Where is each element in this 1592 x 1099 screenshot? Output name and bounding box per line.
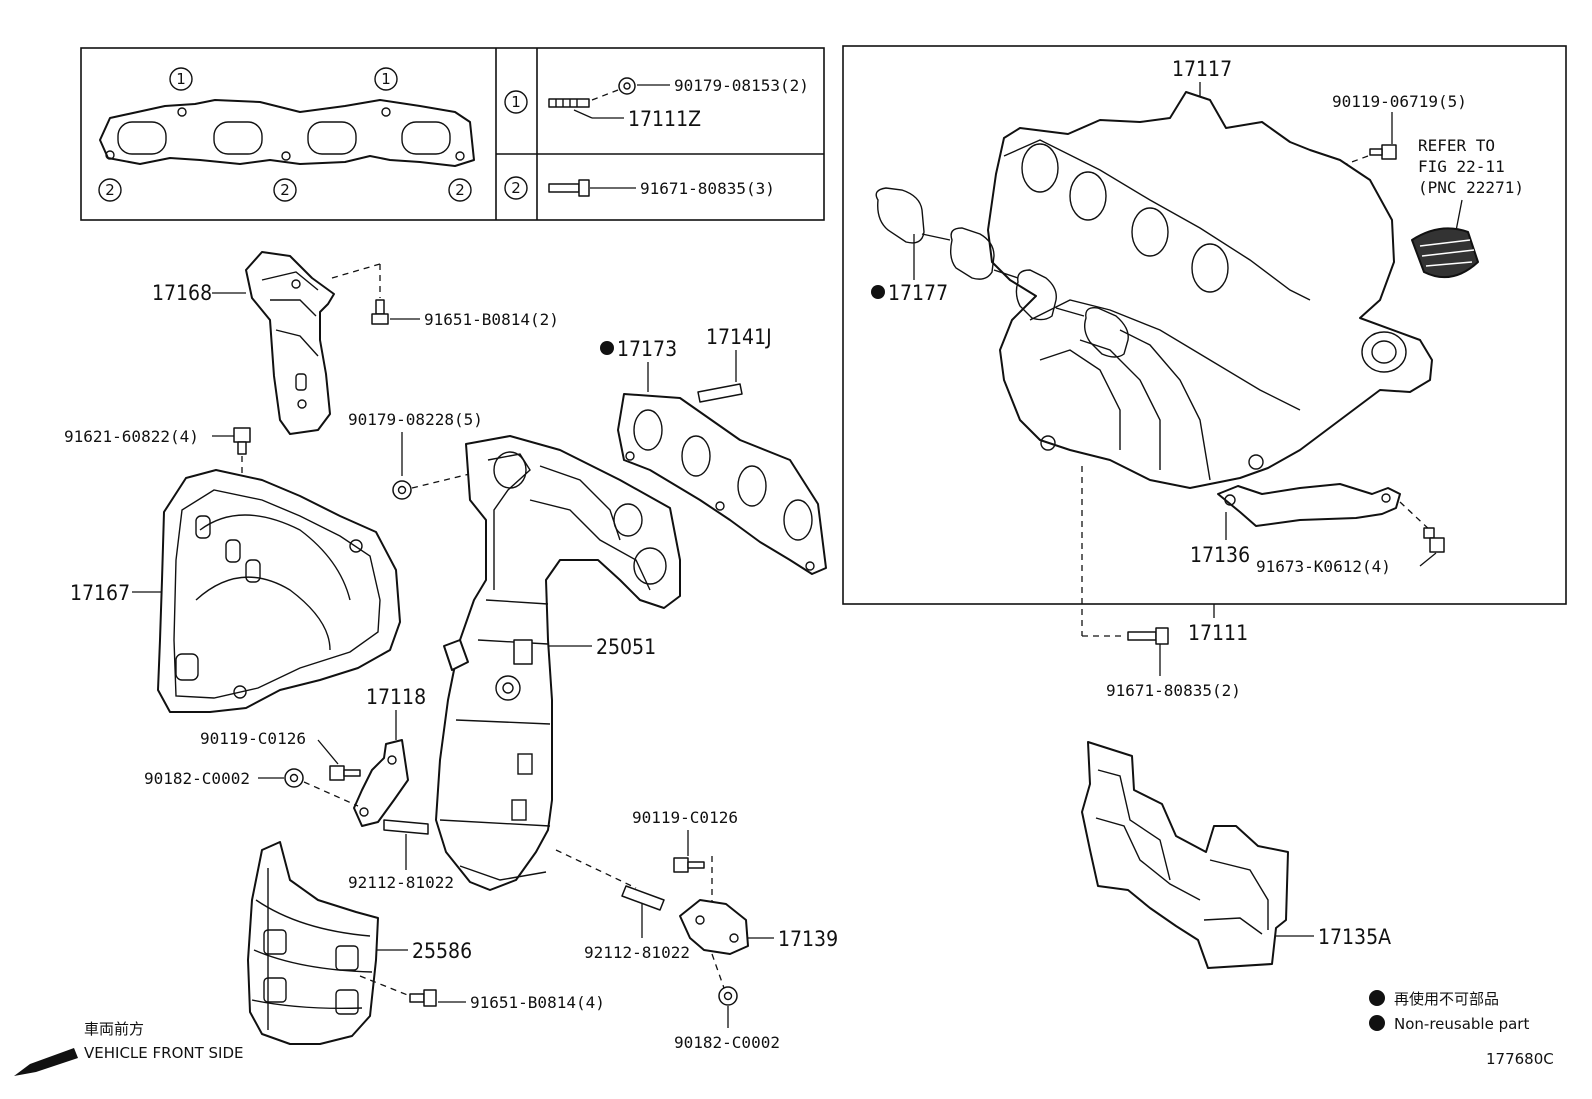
part-label: 92112-81022 (348, 873, 454, 892)
bolt-icon (329, 765, 361, 781)
svg-text:2: 2 (105, 181, 115, 199)
part-label: 17139 (778, 927, 838, 951)
figure-id: 177680C (1486, 1050, 1554, 1068)
part-label: 90182-C0002 (674, 1033, 780, 1052)
part-label: 25051 (596, 635, 656, 659)
exhaust-manifold-25051 (435, 435, 681, 891)
stud-icon (383, 819, 429, 835)
legend-dot (1369, 1015, 1385, 1031)
svg-text:2: 2 (455, 181, 465, 199)
part-label: 17136 (1190, 543, 1250, 567)
part-label: 90179-08228(5) (348, 410, 483, 429)
row2-marker: 2 (511, 179, 521, 197)
legend-jp: 再使用不可部品 (1394, 990, 1499, 1008)
part-label: 17135A (1318, 925, 1391, 949)
part-label: 91673-K0612(4) (1256, 557, 1391, 576)
part-label: 17118 (366, 685, 426, 709)
stud-icon (621, 885, 665, 911)
bolt-icon (1423, 527, 1445, 553)
part-label: 17141J (706, 325, 772, 349)
refer-note: (PNC 22271) (1418, 178, 1524, 197)
part-label: 17173 (617, 337, 677, 361)
gasket-marker: 1 (169, 67, 193, 91)
part-label: 90182-C0002 (144, 769, 250, 788)
heat-insulator-25586 (247, 841, 379, 1045)
part-label: 91621-60822(4) (64, 427, 199, 446)
heat-insulator-17167 (157, 469, 401, 713)
legend-table: 1 1 2 2 2 1 90179-0 (80, 47, 825, 221)
row1-marker: 1 (511, 93, 521, 111)
front-direction-label: VEHICLE FRONT SIDE (84, 1044, 244, 1062)
stud-icon (697, 383, 743, 403)
bolt-icon (233, 427, 251, 455)
part-label: 25586 (412, 939, 472, 963)
front-direction-jp: 車両前方 (84, 1020, 144, 1038)
refer-note: REFER TO (1418, 136, 1495, 155)
part-label: 17177 (888, 281, 948, 305)
intake-manifold (987, 91, 1433, 489)
bracket-17118 (353, 739, 409, 827)
part-label: 90119-06719(5) (1332, 92, 1467, 111)
nut-icon (392, 480, 412, 500)
svg-text:1: 1 (176, 70, 186, 88)
part-label: 91671-80835(3) (640, 179, 775, 198)
part-label: 17111Z (628, 107, 701, 131)
nut-icon (718, 986, 738, 1006)
part-label: 90179-08153(2) (674, 76, 809, 95)
bolt-icon (409, 989, 437, 1007)
legend-en: Non-reusable part (1394, 1015, 1529, 1033)
gasket-marker: 2 (98, 178, 122, 202)
gasket-marker: 1 (374, 67, 398, 91)
refer-note: FIG 22-11 (1418, 157, 1505, 176)
exhaust-gasket-17173 (617, 393, 827, 575)
front-arrow-icon (14, 1048, 78, 1076)
intake-gaskets (875, 187, 1129, 358)
nut-icon (618, 77, 636, 95)
bracket-17136 (1217, 483, 1401, 527)
part-label: 17168 (152, 281, 212, 305)
nut-icon (284, 768, 304, 788)
bolt-icon (1369, 144, 1397, 160)
non-reusable-dot (600, 341, 614, 355)
bolt-icon (673, 857, 705, 873)
non-reusable-dot (871, 285, 885, 299)
heat-insulator-17168 (245, 251, 335, 435)
gasket-marker: 2 (273, 178, 297, 202)
svg-text:1: 1 (381, 70, 391, 88)
filter-screen-icon (1411, 227, 1479, 279)
stud-icon (548, 98, 590, 108)
part-label: 90119-C0126 (632, 808, 738, 827)
bracket-17139 (679, 899, 749, 955)
part-label: 17111 (1188, 621, 1248, 645)
part-label: 91651-B0814(4) (470, 993, 605, 1012)
gasket-marker: 2 (448, 178, 472, 202)
cover-17135a (1081, 741, 1289, 969)
gasket-illustration (99, 99, 475, 167)
part-label: 17167 (70, 581, 130, 605)
part-label: 91671-80835(2) (1106, 681, 1241, 700)
bolt-icon (1127, 627, 1169, 645)
part-label: 91651-B0814(2) (424, 310, 559, 329)
svg-text:2: 2 (280, 181, 290, 199)
part-label: 92112-81022 (584, 943, 690, 962)
bolt-icon (548, 179, 590, 197)
intake-manifold-box: 17117 90119-06719(5) REFER TO FIG 22-11 … (842, 45, 1567, 605)
part-label: 17117 (1172, 57, 1232, 81)
bolt-icon (371, 299, 389, 325)
part-label: 90119-C0126 (200, 729, 306, 748)
legend-dot (1369, 990, 1385, 1006)
